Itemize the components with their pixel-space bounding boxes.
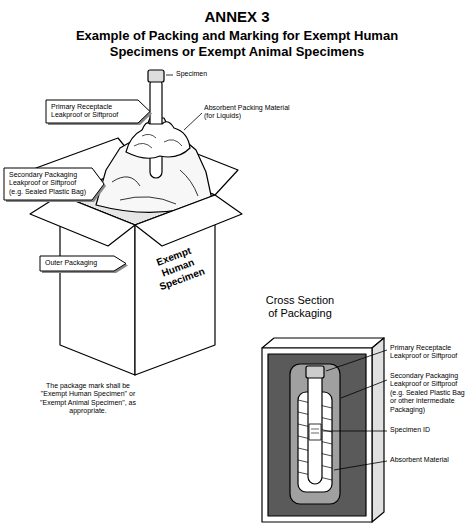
specimen-tube: [308, 372, 322, 484]
callout-text: Secondary Packaging Leakproof or Siftpro…: [9, 171, 89, 196]
box-top: [262, 338, 384, 348]
callout-label: Absorbent Material: [390, 456, 470, 464]
callout-label: Specimen ID: [390, 426, 470, 434]
box-flap: [30, 195, 135, 246]
leader-lines: [166, 75, 202, 130]
leader-line: [184, 113, 202, 130]
callout-label: Secondary Packaging Leakproof or Siftpro…: [390, 372, 470, 414]
arrow-callout: Outer Packaging: [40, 256, 126, 271]
callout-label: Primary Receptacle Leakproof or Siftproo…: [390, 344, 470, 361]
box-flap: [135, 195, 242, 246]
callout-label: Absorbent Packing Material (for Liquids): [204, 104, 294, 121]
box-front: [262, 348, 372, 522]
leader-lines: [323, 350, 387, 470]
arrow-callout: Secondary Packaging Leakproof or Siftpro…: [4, 168, 104, 200]
tube-cap: [306, 366, 324, 378]
section-heading: Cross Section of Packaging: [262, 294, 338, 320]
absorbent-material: [126, 122, 190, 159]
diagram-title: ANNEX 3: [137, 8, 337, 26]
arrow-callout: Primary Receptacle Leakproof or Siftproo…: [46, 100, 150, 123]
specimen-id-tag: [309, 424, 321, 440]
arrow-shape: [46, 100, 150, 123]
callout-label: Specimen: [176, 70, 226, 78]
tube-cap: [148, 70, 164, 82]
note: The package mark shall be "Exempt Human …: [38, 382, 138, 416]
absorbent-crumple: [134, 134, 182, 148]
subtitle: Example of Packing and Marking for Exemp…: [52, 28, 422, 59]
cut-away-interior: [268, 354, 366, 516]
secondary-bag: [290, 364, 340, 504]
arrow-shape: [4, 168, 104, 200]
leader-line: [326, 350, 387, 371]
leader-line: [323, 431, 387, 432]
box-side: [372, 338, 384, 522]
leader-line: [166, 75, 173, 76]
leader-line: [341, 380, 387, 398]
callout-text: Primary Receptacle Leakproof or Siftproo…: [51, 103, 135, 120]
cross-section-drawing: [262, 338, 384, 522]
tag-lines: [311, 429, 319, 433]
leader-line: [334, 461, 387, 470]
callout-text: Outer Packaging: [45, 259, 111, 267]
arrow-shape: [40, 256, 126, 271]
